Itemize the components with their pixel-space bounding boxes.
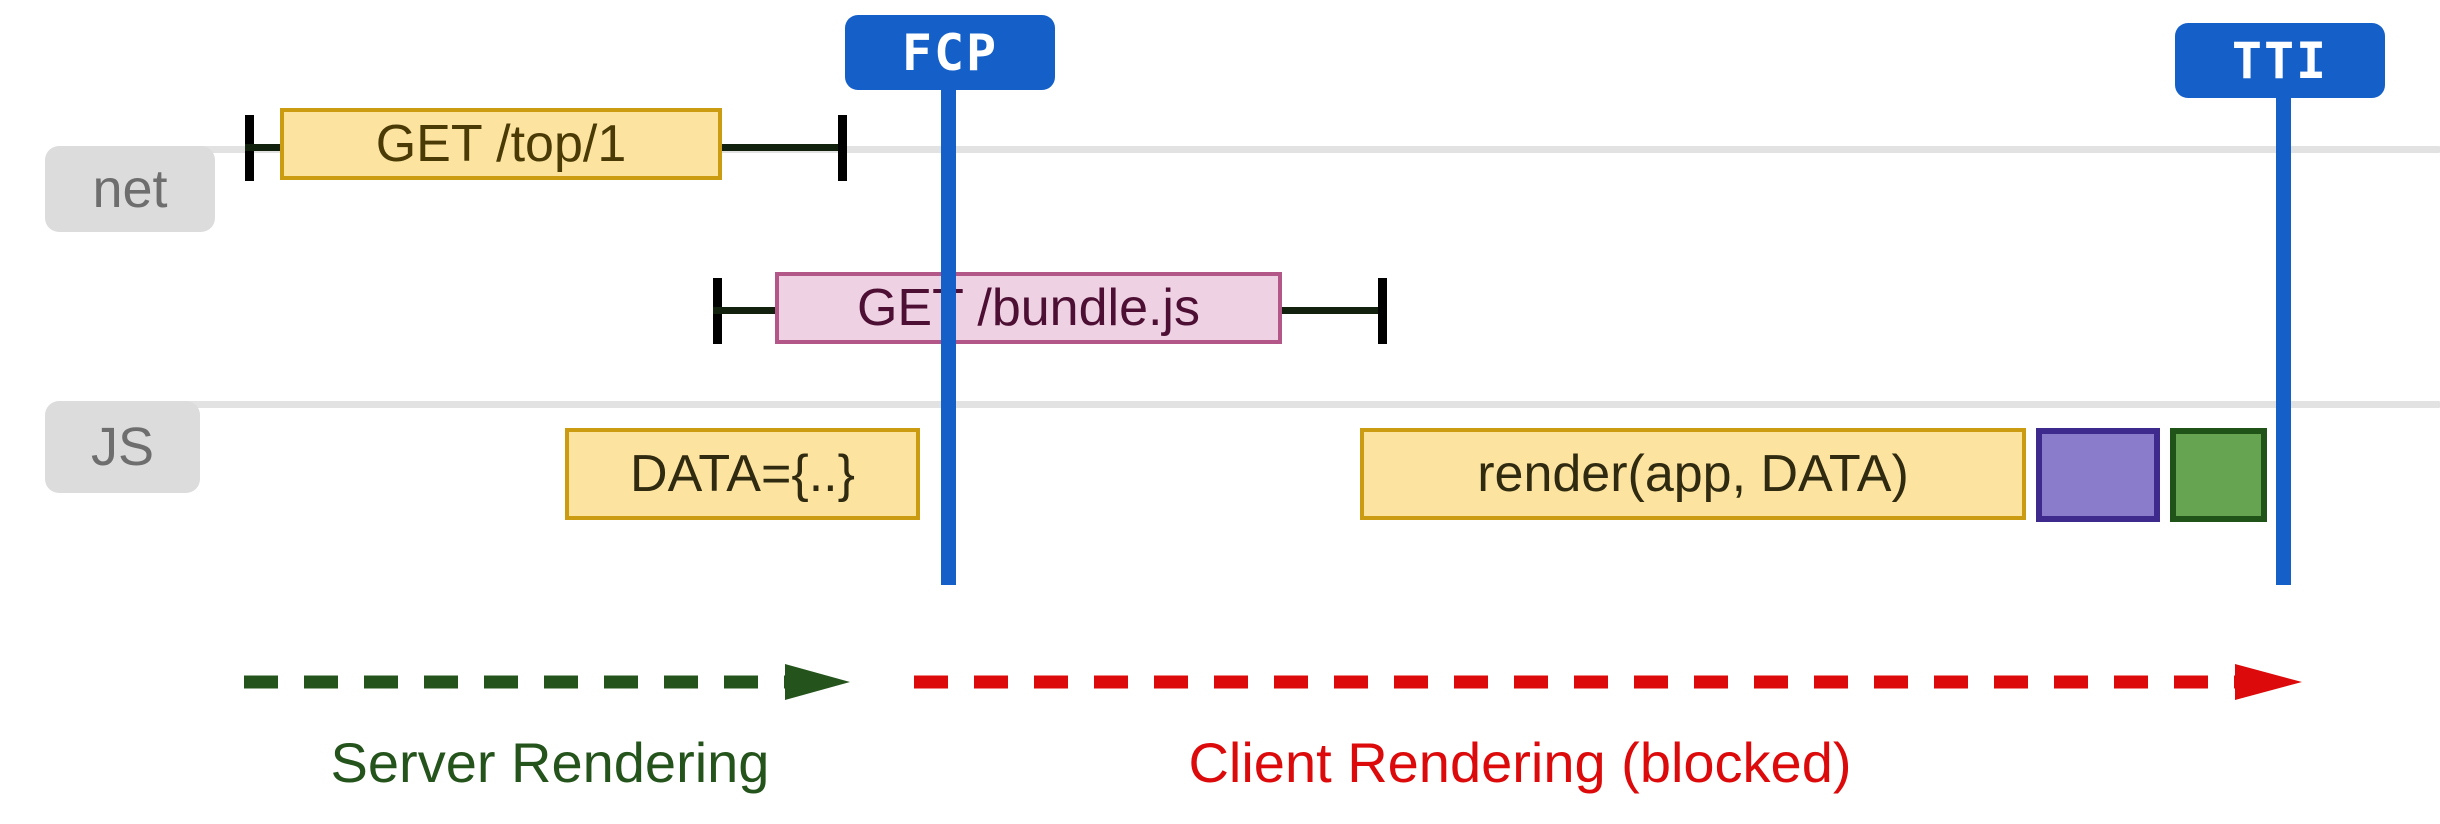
server-rendering-arrow	[244, 664, 850, 700]
client-rendering-arrow	[914, 664, 2302, 700]
bar-purple-task[interactable]	[2036, 428, 2160, 522]
bar-get-bundle[interactable]: GET /bundle.js	[775, 272, 1282, 344]
lane-label-js-text: JS	[90, 417, 155, 477]
bar-render-call[interactable]: render(app, DATA)	[1360, 428, 2026, 520]
lane-label-net: net	[45, 146, 215, 232]
client-rendering-label: Client Rendering (blocked)	[1188, 731, 1852, 794]
fcp-marker-line	[941, 82, 956, 585]
server-rendering-label: Server Rendering	[330, 731, 770, 794]
get-top-start-line	[245, 144, 290, 151]
get-top-end-line	[712, 144, 845, 151]
tti-badge-label: TTI	[2231, 31, 2329, 90]
get-bundle-start-line	[713, 307, 781, 314]
get-bundle-end-line	[1272, 307, 1385, 314]
bar-data-assign-label: DATA={..}	[630, 445, 855, 503]
tti-marker-line	[2276, 90, 2291, 585]
fcp-badge-label: FCP	[901, 23, 999, 82]
bar-data-assign[interactable]: DATA={..}	[565, 428, 920, 520]
lane-label-js: JS	[45, 401, 200, 493]
bar-green-task[interactable]	[2170, 428, 2267, 522]
lane-rule-net	[150, 146, 2440, 153]
get-bundle-end-cap	[1378, 278, 1387, 344]
bar-get-bundle-label: GET /bundle.js	[856, 279, 1200, 337]
fcp-badge[interactable]: FCP	[845, 15, 1055, 90]
lane-label-net-text: net	[92, 159, 168, 219]
bar-get-top-label: GET /top/1	[375, 115, 627, 173]
bar-render-call-label: render(app, DATA)	[1477, 445, 1909, 503]
bar-get-top[interactable]: GET /top/1	[280, 108, 722, 180]
tti-badge[interactable]: TTI	[2175, 23, 2385, 98]
get-top-end-cap	[838, 115, 847, 181]
lane-rule-js	[150, 401, 2440, 408]
